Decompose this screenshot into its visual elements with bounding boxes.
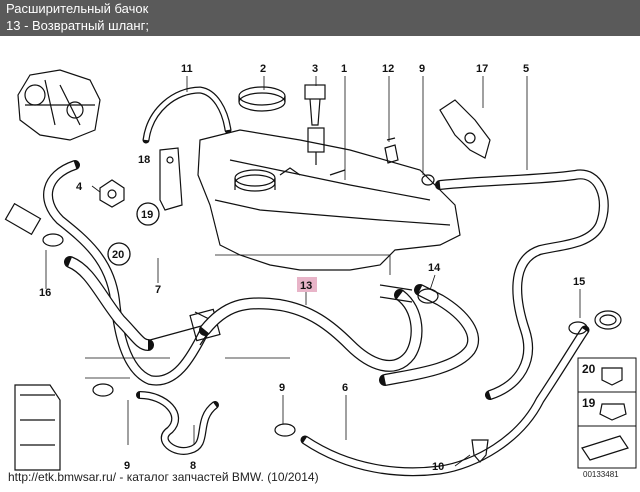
callout-16[interactable]: 16 — [39, 287, 51, 299]
nut-4 — [99, 179, 125, 208]
hose-16 — [4, 202, 154, 351]
callout-17[interactable]: 17 — [476, 63, 488, 75]
diagram-title: Расширительный бачок — [6, 1, 149, 16]
callout-18[interactable]: 18 — [138, 154, 150, 166]
callout-3[interactable]: 3 — [312, 63, 318, 75]
callout-20[interactable]: 20 — [112, 249, 124, 261]
legend-box: 20 19 — [577, 357, 637, 469]
callout-13[interactable]: 13 — [300, 280, 312, 292]
hose-5 — [435, 169, 609, 400]
expansion-tank — [197, 129, 461, 271]
callout-8[interactable]: 8 — [190, 460, 196, 472]
leader-lines — [45, 76, 581, 467]
callout-14[interactable]: 14 — [428, 262, 441, 274]
connector-10 — [471, 439, 489, 463]
diagram-reference-code: 00133481 — [583, 470, 619, 479]
legend-item-20: 20 — [582, 362, 596, 376]
sensor-part — [304, 84, 326, 165]
legend-item-19: 19 — [582, 396, 596, 410]
callout-7[interactable]: 7 — [155, 284, 161, 296]
highlight-13 — [297, 277, 317, 292]
callout-9b[interactable]: 9 — [279, 382, 285, 394]
callout-2[interactable]: 2 — [260, 63, 266, 75]
callout-5[interactable]: 5 — [523, 63, 529, 75]
hose-11 — [142, 86, 232, 144]
footer-caption: http://etk.bmwsar.ru/ - каталог запчасте… — [8, 470, 319, 484]
cap-part — [238, 86, 286, 112]
callout-10[interactable]: 10 — [432, 461, 444, 473]
callout-9a[interactable]: 9 — [419, 63, 425, 75]
clip-12 — [384, 137, 399, 164]
selected-part-label: 13 - Возвратный шланг; — [6, 18, 149, 33]
hose-8 — [136, 391, 219, 455]
legend-arrow-icon — [581, 435, 629, 461]
bracket-18 — [159, 147, 183, 211]
reservoir-part — [14, 384, 61, 471]
hose-6 — [300, 325, 590, 477]
pump-part — [17, 69, 101, 141]
hose-14 — [379, 284, 480, 386]
legend-clip-icon-20 — [601, 367, 623, 386]
parts-diagram: 11 2 3 1 12 9 17 5 18 4 19 20 7 16 13 14… — [4, 63, 637, 477]
hose-7 — [43, 160, 210, 386]
callout-9c[interactable]: 9 — [124, 460, 130, 472]
header-bar: Расширительный бачок 13 - Возвратный шла… — [0, 0, 640, 36]
hose-13-return — [199, 289, 423, 372]
callout-12[interactable]: 12 — [382, 63, 394, 75]
callout-1[interactable]: 1 — [341, 63, 347, 75]
callout-6[interactable]: 6 — [342, 382, 348, 394]
callout-11[interactable]: 11 — [181, 63, 193, 75]
callout-19[interactable]: 19 — [141, 209, 153, 221]
callout-4[interactable]: 4 — [76, 181, 83, 193]
bracket-17 — [439, 99, 491, 159]
legend-clip-icon-19 — [599, 403, 627, 421]
callout-15[interactable]: 15 — [573, 276, 585, 288]
hose-clamps — [42, 174, 622, 437]
